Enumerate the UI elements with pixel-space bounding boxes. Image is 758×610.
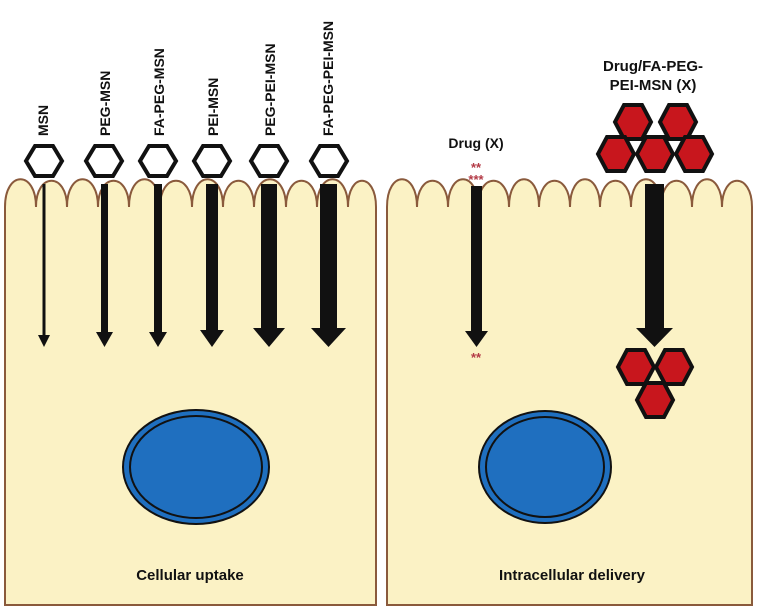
hexagon-outline-icon <box>308 144 350 178</box>
right-nucleus-membrane <box>485 416 605 518</box>
particle-label-fa-peg-pei-msn: FA-PEG-PEI-MSN <box>320 21 336 136</box>
uptake-arrow-shaft-peg-msn <box>101 184 108 334</box>
uptake-arrowhead-fa-peg-pei-msn <box>311 328 346 347</box>
free-drug: Drug (X) ** *** ** <box>448 135 503 365</box>
hexagon-filled-red-icon <box>634 135 676 173</box>
delivery-arrowhead-complex <box>636 328 673 347</box>
hexagon-filled-red-icon <box>634 381 676 419</box>
uptake-arrow-shaft-peg-pei-msn <box>261 184 277 330</box>
significance-stars-top-1: ** <box>471 160 482 175</box>
hexagon-outline-icon <box>191 144 233 178</box>
particle-peg-msn: PEG-MSN <box>83 71 125 347</box>
free-drug-label: Drug (X) <box>448 135 503 151</box>
hexagon-filled-red-icon <box>673 135 715 173</box>
hexagon-outline-icon <box>23 144 65 178</box>
left-nucleus <box>122 409 270 525</box>
right-cell-body <box>386 178 753 606</box>
left-cell-body <box>4 178 377 606</box>
drug-nanoparticle-complex: Drug/FA-PEG- PEI-MSN (X) <box>595 58 715 419</box>
particle-fa-peg-msn: FA-PEG-MSN <box>137 48 179 347</box>
hexagon-filled-red-icon <box>657 103 699 141</box>
hexagon-outline-icon <box>83 144 125 178</box>
left-cell: Cellular uptake <box>4 178 377 606</box>
hexagon-outline-icon <box>248 144 290 178</box>
right-caption: Intracellular delivery <box>499 567 646 584</box>
delivery-arrowhead-free-drug <box>465 331 488 347</box>
hexagon-filled-red-icon <box>612 103 654 141</box>
uptake-arrowhead-msn <box>38 335 50 347</box>
left-particles: MSN PEG-MSN FA-PEG-MSN PEI-MSN PEG-PEI-M… <box>23 21 350 347</box>
uptake-arrow-shaft-fa-peg-pei-msn <box>320 184 337 330</box>
uptake-arrowhead-peg-msn <box>96 332 113 347</box>
drug-cluster-released <box>615 348 695 419</box>
particle-fa-peg-pei-msn: FA-PEG-PEI-MSN <box>308 21 350 347</box>
particle-label-msn: MSN <box>35 105 51 136</box>
hexagon-outline-icon <box>137 144 179 178</box>
particle-peg-pei-msn: PEG-PEI-MSN <box>248 43 290 347</box>
uptake-arrowhead-fa-peg-msn <box>149 332 167 347</box>
left-caption: Cellular uptake <box>136 567 244 584</box>
uptake-arrow-shaft-pei-msn <box>206 184 218 332</box>
delivery-arrow-shaft-complex <box>645 184 664 330</box>
hexagon-filled-red-icon <box>595 135 637 173</box>
uptake-arrowhead-pei-msn <box>200 330 224 347</box>
drug-cluster-top <box>595 103 715 173</box>
delivery-arrow-shaft-free-drug <box>471 186 482 333</box>
uptake-arrow-shaft-fa-peg-msn <box>154 184 162 334</box>
particle-pei-msn: PEI-MSN <box>191 78 233 347</box>
uptake-arrowhead-peg-pei-msn <box>253 328 285 347</box>
hexagon-filled-red-icon <box>653 348 695 386</box>
left-nucleus-membrane <box>129 415 263 519</box>
particle-msn: MSN <box>23 105 65 347</box>
hexagon-filled-red-icon <box>615 348 657 386</box>
particle-label-pei-msn: PEI-MSN <box>205 78 221 136</box>
particle-label-fa-peg-msn: FA-PEG-MSN <box>151 48 167 136</box>
particle-label-peg-msn: PEG-MSN <box>97 71 113 136</box>
complex-label-line2: PEI-MSN (X) <box>610 77 697 94</box>
significance-stars-top-2: *** <box>468 172 484 187</box>
complex-label-line1: Drug/FA-PEG- <box>603 58 703 75</box>
significance-stars-bottom: ** <box>471 350 482 365</box>
right-nucleus <box>478 410 612 524</box>
right-cell: Intracellular delivery <box>386 178 753 606</box>
particle-label-peg-pei-msn: PEG-PEI-MSN <box>262 43 278 136</box>
